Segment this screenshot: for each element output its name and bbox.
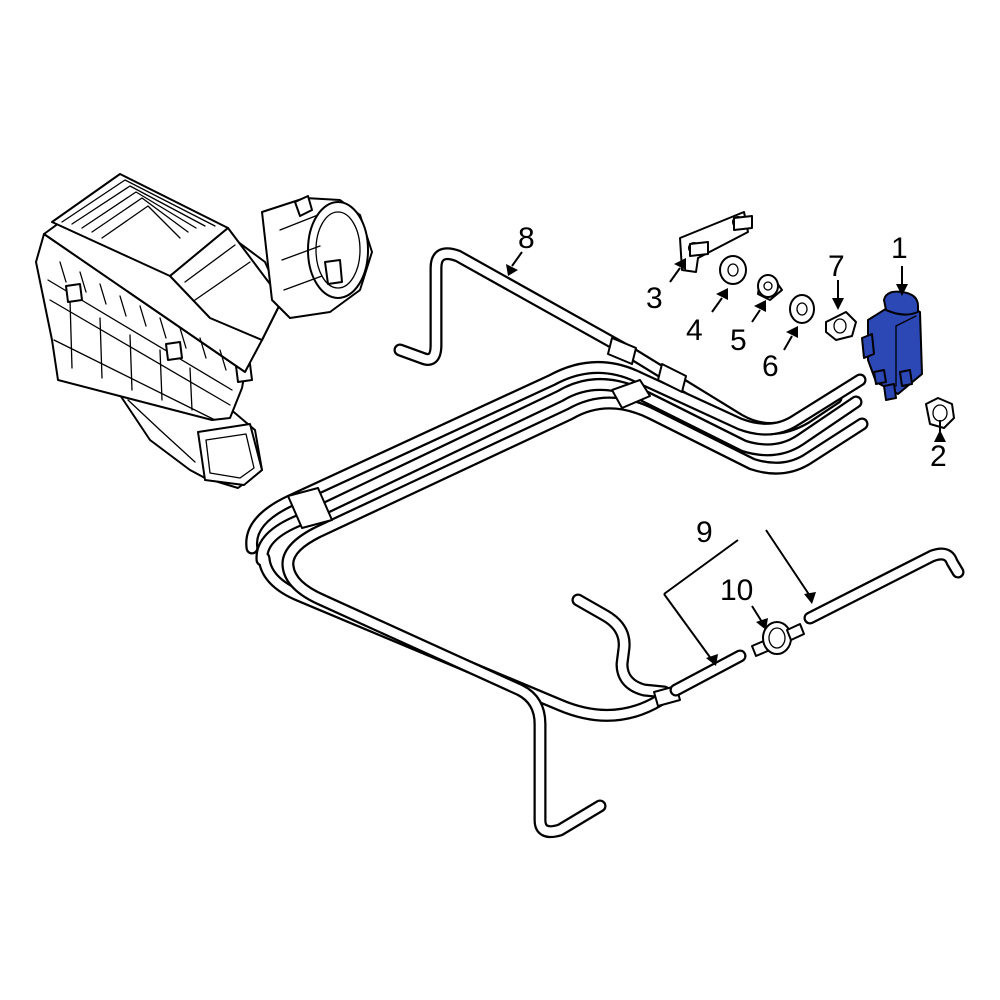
nut-7[interactable] [825,311,857,341]
callout-leaders [506,251,946,666]
vacuum-solenoid-1[interactable] [861,290,923,401]
callout-1: 1 [891,232,908,265]
bracket-3[interactable] [679,211,753,273]
grommet-5[interactable] [757,274,783,301]
hose-9[interactable] [669,547,965,697]
vacuum-lines [245,247,869,839]
washer-4[interactable] [719,255,747,285]
callout-3: 3 [646,282,663,315]
callout-labels: 1 2 3 4 5 6 7 8 9 10 [518,222,947,607]
air-cleaner-assembly [35,173,373,489]
callout-7: 7 [828,250,845,283]
callout-9: 9 [696,516,713,549]
callout-5: 5 [730,324,747,357]
callout-10: 10 [720,574,753,607]
washer-6[interactable] [789,294,815,324]
callout-4: 4 [686,314,703,347]
callout-8: 8 [518,222,535,255]
callout-6: 6 [762,350,779,383]
check-valve-10[interactable] [751,621,805,657]
callout-2: 2 [930,440,947,473]
